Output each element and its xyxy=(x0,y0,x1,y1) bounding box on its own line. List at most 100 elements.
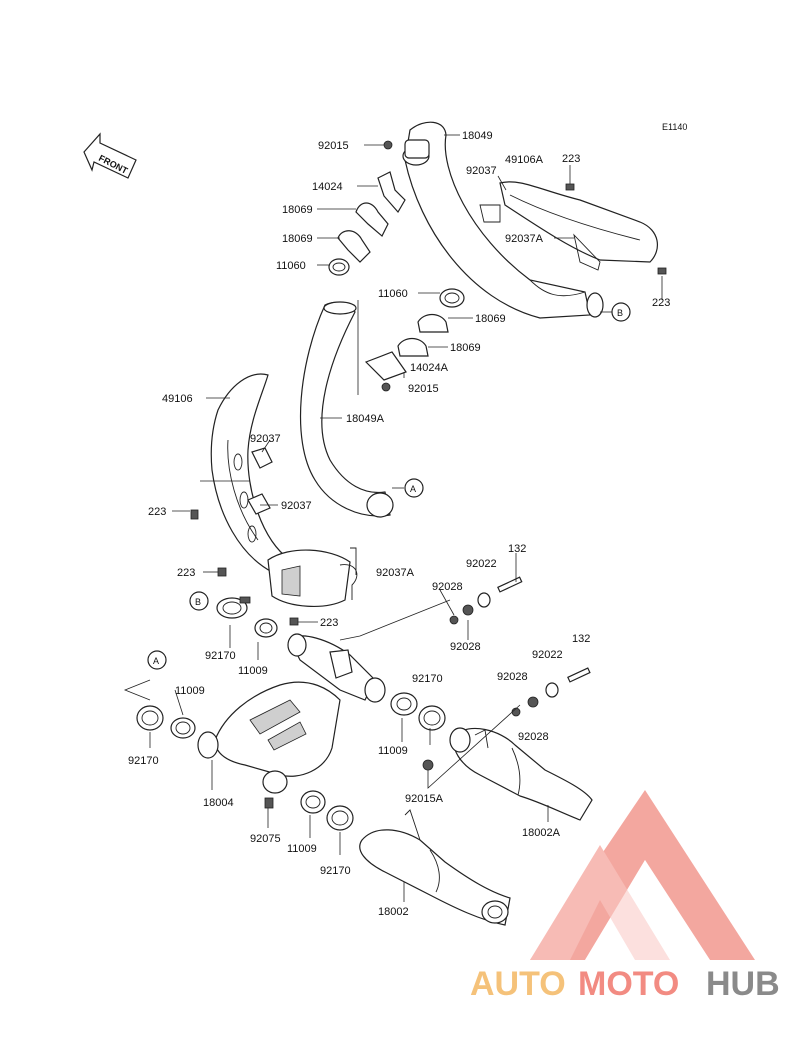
nut-92028-lower-b xyxy=(511,707,521,717)
label-92170-bottom: 92170 xyxy=(320,865,351,877)
watermark-hub: HUB xyxy=(706,965,780,1003)
callout-A-lower: A xyxy=(147,650,167,670)
watermark-triangle-icon xyxy=(530,790,755,960)
bolt-223-top-b xyxy=(657,267,667,275)
label-14024A: 14024A xyxy=(410,362,449,374)
bolt-223-center xyxy=(289,617,299,626)
washer-92022-upper xyxy=(477,592,491,608)
label-92037A-top: 92037A xyxy=(505,233,544,245)
holder-18069-c xyxy=(417,313,449,333)
label-18069-a: 18069 xyxy=(282,204,313,216)
washer-92022-lower xyxy=(545,682,559,698)
label-92015A: 92015A xyxy=(405,793,444,805)
front-chamber-cover xyxy=(267,547,358,607)
label-92028-lower: 92028 xyxy=(497,671,528,683)
exhaust-pipe-18049A xyxy=(299,300,394,518)
label-92028-upper-b: 92028 xyxy=(450,641,481,653)
muffler-body-18004 xyxy=(197,681,341,794)
holder-14024A xyxy=(364,351,407,381)
gasket-11009-upper-left xyxy=(254,618,278,638)
label-11009-bottom: 11009 xyxy=(287,843,317,855)
gasket-11009-right xyxy=(390,692,418,716)
label-92015-top: 92015 xyxy=(318,140,349,152)
label-18002A: 18002A xyxy=(522,827,561,839)
front-arrow-icon: FRONT xyxy=(83,132,137,179)
clamp-92170-right xyxy=(418,705,446,731)
plug-92075 xyxy=(264,797,274,809)
label-18069-d: 18069 xyxy=(450,342,481,354)
label-11060-mid: 11060 xyxy=(378,288,408,300)
nut-92015A xyxy=(422,759,434,771)
exhaust-pipe-18049 xyxy=(402,121,604,319)
bolt-223-left xyxy=(190,509,199,520)
callout-A-upper: A xyxy=(404,478,424,498)
callout-B-upper: B xyxy=(611,302,631,322)
label-11009-right: 11009 xyxy=(378,745,408,757)
leader-lines xyxy=(123,134,663,902)
heat-guard-49106 xyxy=(210,373,292,573)
label-223-center: 223 xyxy=(320,617,338,629)
holder-18069-a xyxy=(355,202,389,237)
clamp-92170-bottom xyxy=(326,805,354,831)
label-92028-lower-b: 92028 xyxy=(518,731,549,743)
svg-text:B: B xyxy=(617,308,623,318)
automotohub-watermark: AUTO MOTO HUB xyxy=(470,790,780,1003)
label-49106: 49106 xyxy=(162,393,193,405)
gasket-11060-mid xyxy=(439,288,465,308)
joint-pipe-center xyxy=(287,633,386,703)
label-223-left: 223 xyxy=(148,506,166,518)
gasket-11009-bottom xyxy=(300,790,326,814)
watermark-auto: AUTO xyxy=(470,965,566,1003)
clamp-92170-upper-left xyxy=(216,596,251,619)
label-223-lower-left: 223 xyxy=(177,567,195,579)
silencer-18002A xyxy=(449,727,593,821)
label-92015-mid: 92015 xyxy=(408,383,439,395)
nut-92028-upper-b xyxy=(449,615,459,625)
label-92022-lower: 92022 xyxy=(532,649,563,661)
label-92075: 92075 xyxy=(250,833,281,845)
label-92028-upper: 92028 xyxy=(432,581,463,593)
diagram-ref-code: E1140 xyxy=(662,122,687,132)
bracket-92037-lower xyxy=(247,493,271,515)
label-92170-upper-left: 92170 xyxy=(205,650,236,662)
label-18049: 18049 xyxy=(462,130,493,142)
nut-92015-mid xyxy=(381,382,391,392)
label-49106A: 49106A xyxy=(505,154,544,166)
holder-18069-d xyxy=(397,337,429,357)
label-14024: 14024 xyxy=(312,181,343,193)
label-92037-mid: 92037 xyxy=(250,433,281,445)
part-labels: 18049 92015 14024 18069 18069 11060 4910… xyxy=(128,130,670,918)
label-223-top: 223 xyxy=(562,153,580,165)
label-92037A-mid: 92037A xyxy=(376,567,415,579)
label-18004: 18004 xyxy=(203,797,234,809)
svg-text:A: A xyxy=(153,656,159,666)
label-132-lower: 132 xyxy=(572,633,590,645)
label-92037-lower: 92037 xyxy=(281,500,312,512)
clamp-92170-lower-left xyxy=(136,705,164,731)
bolt-223-lower-left xyxy=(217,567,227,577)
label-223-right: 223 xyxy=(652,297,670,309)
label-18069-c: 18069 xyxy=(475,313,506,325)
label-92170-right: 92170 xyxy=(412,673,443,685)
label-18002: 18002 xyxy=(378,906,409,918)
label-11009-upper: 11009 xyxy=(238,665,268,677)
label-132-upper: 132 xyxy=(508,543,526,555)
bolt-132-lower xyxy=(567,667,591,683)
watermark-moto: MOTO xyxy=(578,965,679,1003)
bracket-92037-upper xyxy=(251,447,273,469)
label-92037-top: 92037 xyxy=(466,165,497,177)
bolt-223-top-a xyxy=(565,183,575,191)
callout-B-lower: B xyxy=(189,591,209,611)
holder-14024 xyxy=(377,171,406,214)
label-11009-left: 11009 xyxy=(175,685,205,697)
label-18049A: 18049A xyxy=(346,413,385,425)
label-92170-lower-left: 92170 xyxy=(128,755,159,767)
nut-92028-lower xyxy=(527,696,539,708)
svg-text:A: A xyxy=(410,484,416,494)
label-18069-b: 18069 xyxy=(282,233,313,245)
label-11060-top: 11060 xyxy=(276,260,306,272)
gasket-11060-top xyxy=(328,258,350,276)
gasket-11009-lower-left xyxy=(170,717,196,739)
holder-18069-b xyxy=(337,230,371,263)
